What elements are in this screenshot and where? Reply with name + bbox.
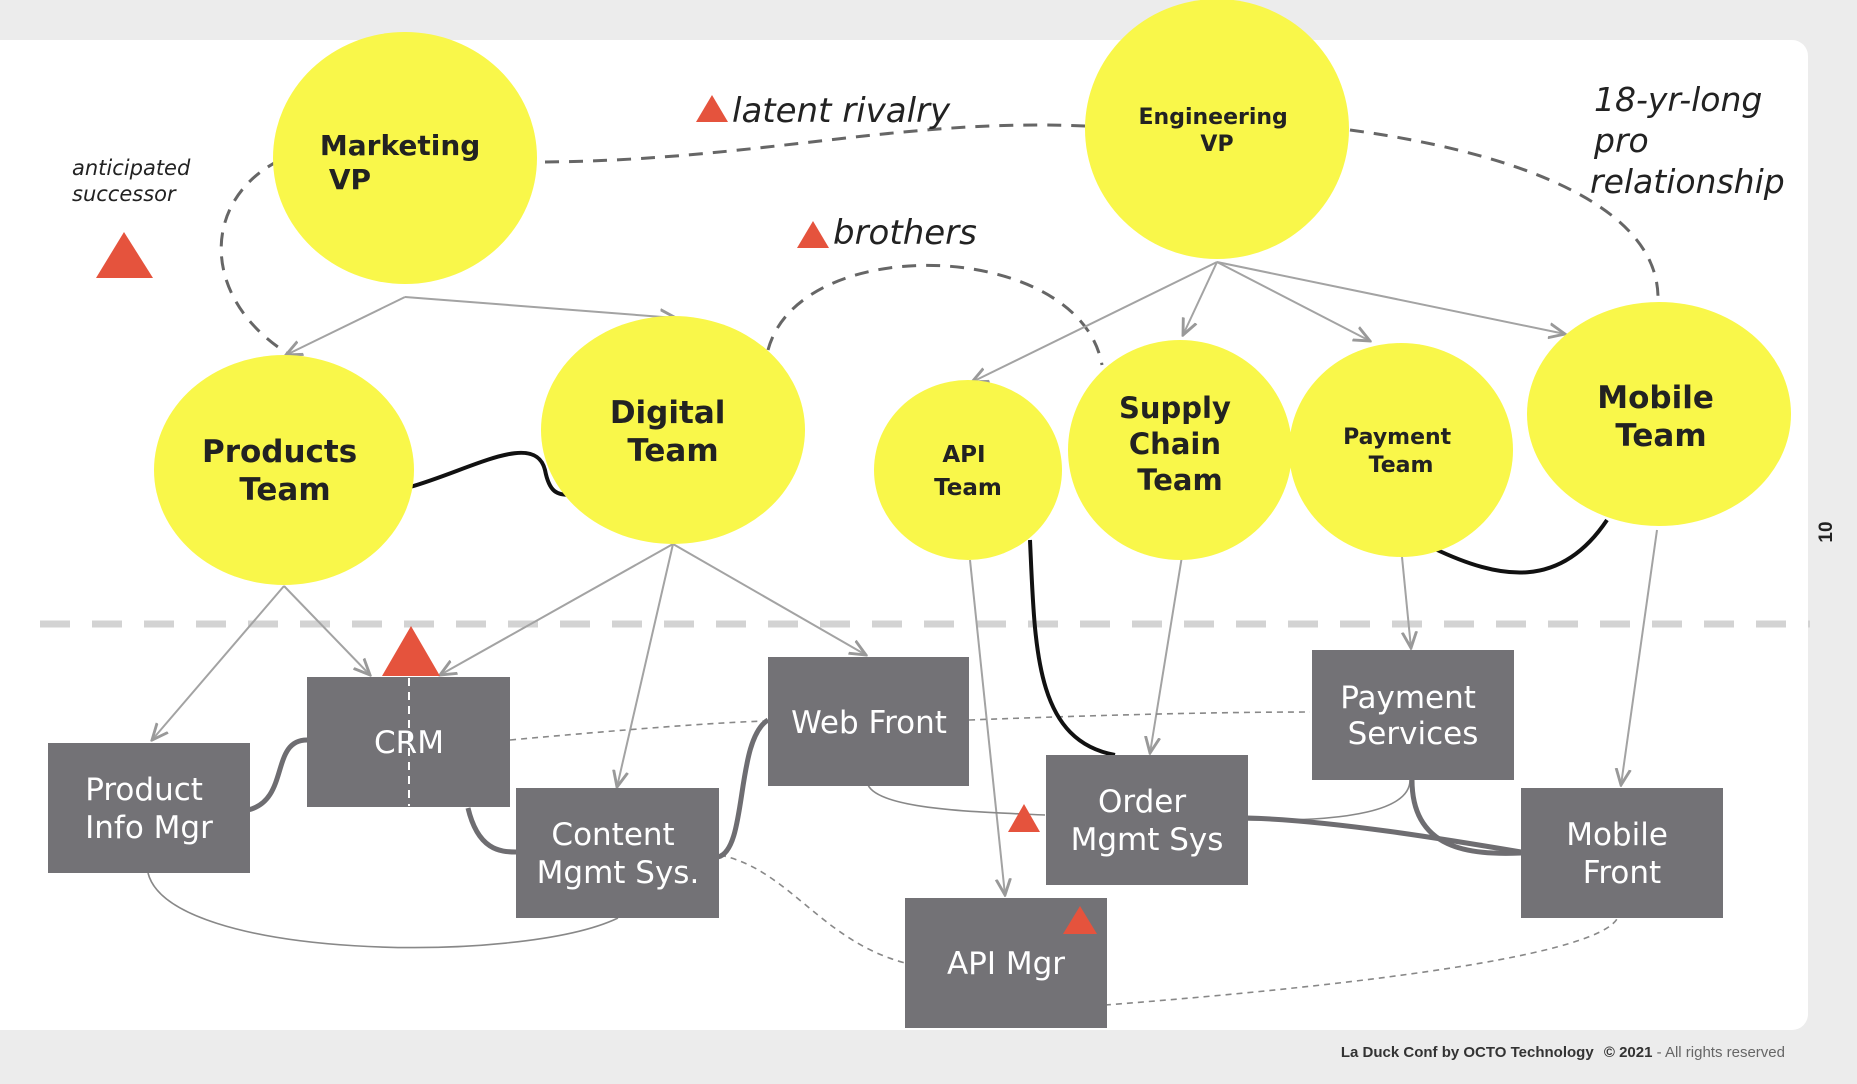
hierarchy-arrows — [152, 261, 1658, 895]
footer-copyright: La Duck Conf by OCTO Technology © 2021 -… — [1341, 1044, 1785, 1061]
link-payment-mobile — [1409, 779, 1522, 856]
brothers-text: brothers — [833, 213, 977, 253]
digital-team-circle — [541, 316, 805, 544]
order-mgmt-label: Order Mgmt Sys — [1071, 784, 1224, 858]
team-labels: Marketing VP Engineering VP Products Tea… — [202, 105, 1724, 508]
arrow-api-apimgr — [969, 559, 1005, 895]
successor-triangle-icon — [96, 232, 153, 278]
mobile-team-circle — [1527, 302, 1791, 526]
payment-team-label: Payment Team — [1343, 425, 1459, 478]
arrow-digital-cms — [617, 543, 674, 787]
link-pim-crm — [247, 737, 308, 813]
link-pim-cms — [147, 872, 619, 949]
page-number: 10 — [1816, 521, 1837, 542]
payment-team-circle — [1289, 343, 1513, 557]
arrow-mktg-digital — [404, 296, 676, 318]
arrow-supply-oms — [1150, 549, 1184, 753]
products-team-label: Products Team — [202, 434, 368, 508]
link-cms-web — [716, 717, 770, 860]
arrow-eng-payment — [1216, 261, 1370, 341]
products-team-circle — [154, 355, 414, 585]
systems — [48, 650, 1723, 1028]
arrow-products-pim — [152, 585, 285, 740]
social-links — [219, 123, 1660, 366]
product-info-mgr-box — [48, 743, 250, 873]
arrow-eng-supply — [1183, 261, 1218, 335]
api-team-label: API Team — [934, 442, 1002, 501]
order-mgmt-box — [1046, 755, 1248, 885]
supply-chain-team-label: Supply Chain Team — [1119, 391, 1241, 497]
arrow-digital-crm — [440, 543, 674, 675]
payment-mobile-team-link — [1432, 518, 1609, 575]
arrow-eng-mobile — [1216, 261, 1565, 334]
web-front-label: Web Front — [791, 705, 947, 741]
pro-relationship-link — [1349, 128, 1660, 301]
apimgr-risk-triangle-icon — [1063, 906, 1097, 934]
link-apimgr-mobile — [1104, 916, 1619, 1006]
latent-rivalry-text: latent rivalry — [732, 91, 951, 131]
supply-chain-team-circle — [1068, 340, 1292, 560]
payment-services-label: Payment Services — [1340, 680, 1486, 752]
risk-markers — [96, 95, 1097, 934]
digital-team-label: Digital Team — [610, 395, 736, 469]
marketing-vp-circle — [273, 32, 537, 284]
arrow-products-crm — [283, 585, 370, 675]
api-team-circle — [874, 380, 1062, 560]
mobile-front-box — [1521, 788, 1723, 918]
rivalry-triangle-icon — [696, 95, 728, 122]
product-info-mgr-label: Product Info Mgr — [85, 772, 213, 846]
products-digital-link — [409, 450, 571, 497]
content-mgmt-label: Content Mgmt Sys. — [537, 817, 700, 891]
link-oms-mobile — [1246, 815, 1522, 855]
engineering-vp-label: Engineering VP — [1139, 105, 1296, 157]
pro-relationship-text: 18-yr-long pro relationship — [1590, 80, 1785, 201]
arrow-mobile-front — [1621, 529, 1658, 785]
arrow-mktg-products — [286, 296, 406, 355]
latent-rivalry-link — [544, 123, 1086, 164]
marketing-vp-label: Marketing VP — [320, 129, 490, 196]
api-team-oms-link — [1028, 539, 1116, 757]
api-mgr-label: API Mgr — [947, 946, 1065, 982]
mobile-front-label: Mobile Front — [1566, 817, 1678, 891]
oms-risk-triangle-icon — [1008, 804, 1040, 832]
content-mgmt-box — [516, 788, 719, 918]
brothers-link — [766, 263, 1104, 366]
payment-services-box — [1312, 650, 1514, 780]
arrow-digital-web — [672, 543, 866, 655]
teams — [154, 0, 1791, 585]
successor-link — [219, 158, 291, 357]
link-cms-apimgr — [719, 854, 906, 964]
brothers-triangle-icon — [797, 221, 829, 248]
mobile-team-label: Mobile Team — [1597, 380, 1724, 454]
system-labels: Product Info Mgr CRM Content Mgmt Sys. W… — [85, 680, 1678, 982]
link-crm-cms — [465, 807, 517, 855]
anticipated-successor-text: anticipated successor — [72, 156, 197, 206]
crm-risk-triangle-icon — [382, 626, 440, 676]
engineering-vp-circle — [1085, 0, 1349, 259]
arrow-eng-api — [972, 261, 1218, 382]
arrow-payment-services — [1402, 556, 1411, 648]
crm-label: CRM — [374, 725, 444, 761]
web-front-box — [768, 657, 969, 786]
strong-links — [409, 450, 1609, 757]
